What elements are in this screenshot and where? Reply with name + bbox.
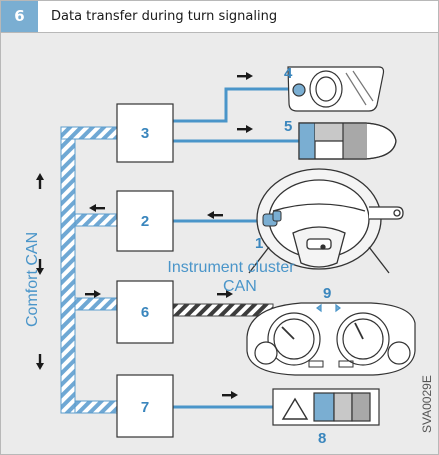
- exterior-mirror-illustration: [287, 66, 385, 112]
- component-number-1: 1: [255, 235, 263, 252]
- instrument-cluster-can-label: CAN: [223, 278, 257, 295]
- comfort-can-label: Comfort CAN: [24, 232, 41, 327]
- arrow-left-box2: [89, 204, 105, 212]
- direction-arrows: [36, 72, 253, 399]
- box-3-label: 3: [141, 125, 149, 142]
- figure-number: 6: [1, 1, 38, 32]
- component-number-4: 4: [284, 65, 293, 82]
- control-unit-box-3: [116, 103, 174, 163]
- figure-title: Data transfer during turn signaling: [51, 9, 278, 24]
- arrow-right-hazard: [222, 391, 238, 399]
- figure-code: SVA0029E: [420, 375, 434, 433]
- arrow-down-bus-1: [36, 259, 44, 275]
- arrow-right-rear-light: [237, 125, 253, 133]
- arrow-down-bus-2: [36, 354, 44, 370]
- component-number-5: 5: [284, 118, 292, 135]
- control-unit-box-7: [116, 374, 174, 438]
- instrument-cluster-label: Instrument cluster: [167, 259, 295, 276]
- arrow-left-steering: [207, 211, 223, 219]
- box-7-label: 7: [141, 399, 149, 416]
- arrow-right-mirror: [237, 72, 253, 80]
- instrument-cluster-can-bus: [172, 303, 274, 317]
- signal-wires: [173, 87, 299, 409]
- box-6-label: 6: [141, 304, 149, 321]
- wire-to-mirror: [173, 87, 291, 123]
- instrument-cluster-illustration: [246, 302, 416, 376]
- control-unit-box-2: [116, 190, 174, 252]
- arrow-up-bus: [36, 173, 44, 189]
- arrow-right-cluster-can: [217, 290, 233, 298]
- hazard-switch-illustration: [272, 388, 380, 426]
- control-unit-boxes: 3 2 6 7: [116, 103, 174, 438]
- rear-light-illustration: [298, 122, 397, 160]
- steering-column-switch: [262, 210, 282, 227]
- arrow-right-box6: [85, 290, 101, 298]
- component-number-8: 8: [318, 430, 326, 447]
- box-2-label: 2: [141, 213, 149, 230]
- figure-header: 6 Data transfer during turn signaling: [1, 1, 438, 33]
- control-unit-box-6: [116, 280, 174, 344]
- comfort-can-bus: [60, 126, 118, 414]
- component-number-9: 9: [323, 285, 331, 302]
